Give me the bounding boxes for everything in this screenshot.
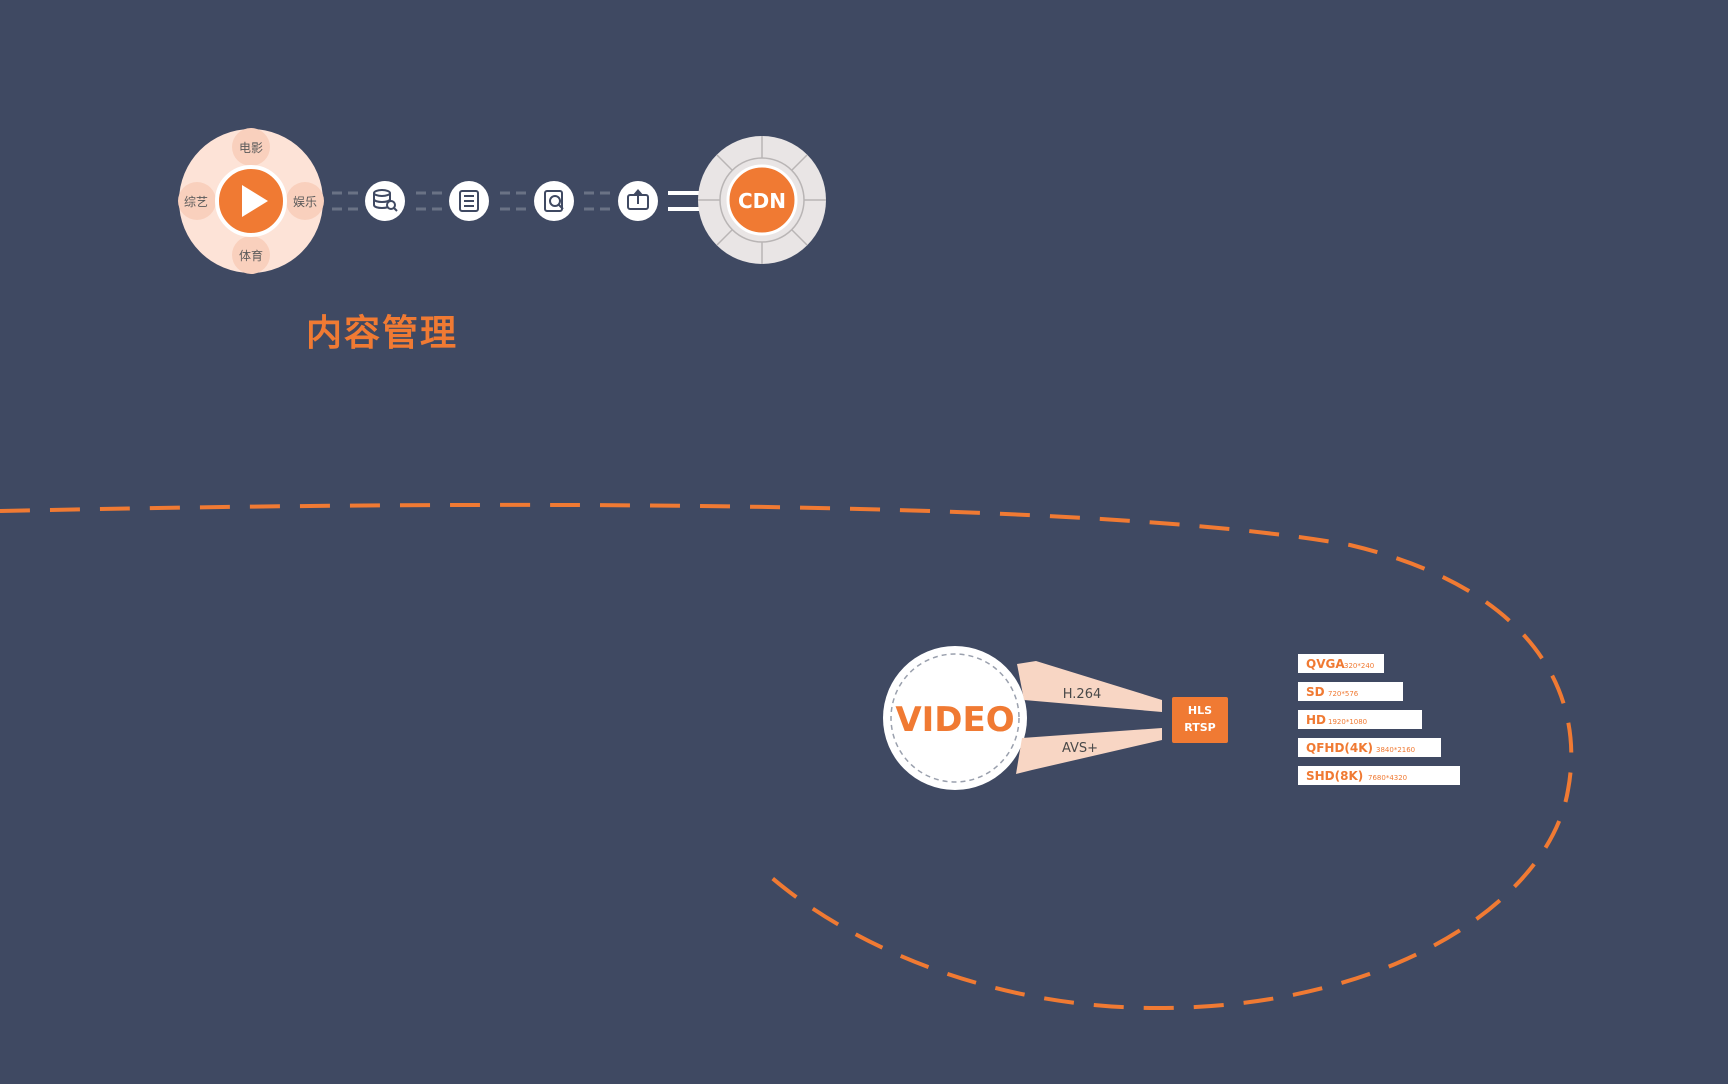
resolution-bar — [1298, 682, 1403, 701]
wheel-label-left: 综艺 — [184, 195, 208, 209]
resolution-detail: 320*240 — [1344, 662, 1374, 670]
resolution-bar — [1298, 738, 1441, 757]
codec-beam-bottom — [1016, 728, 1162, 774]
resolution-detail: 7680*4320 — [1368, 774, 1407, 782]
wheel-label-right: 娱乐 — [293, 195, 317, 209]
codec-beams: H.264 AVS+ — [1016, 661, 1162, 774]
wheel-petal-right — [286, 182, 324, 220]
wheel-petal-top — [232, 128, 270, 166]
resolution-bar — [1298, 654, 1384, 673]
resolution-detail: 3840*2160 — [1376, 746, 1415, 754]
protocol-rtsp: RTSP — [1184, 721, 1215, 734]
play-icon — [242, 185, 268, 217]
resolution-bar — [1298, 766, 1460, 785]
video-label: VIDEO — [895, 700, 1014, 740]
cdn-node: CDN — [698, 136, 826, 264]
resolution-row: SHD(8K) 7680*4320 — [1298, 766, 1460, 785]
resolution-name: HD — [1306, 713, 1326, 727]
resolution-name: QFHD(4K) — [1306, 741, 1373, 755]
cdn-center — [726, 164, 798, 236]
codec-beam-top — [1017, 661, 1162, 712]
search-doc-icon — [534, 181, 574, 221]
resolution-name: SD — [1306, 685, 1325, 699]
video-circle — [883, 646, 1027, 790]
wheel-petal-bottom — [232, 236, 270, 274]
wheel-label-top: 电影 — [239, 141, 263, 155]
codec-label-avs: AVS+ — [1062, 741, 1098, 756]
video-node: VIDEO — [883, 646, 1027, 790]
resolution-name: QVGA — [1306, 657, 1345, 671]
wheel-petal-left — [178, 182, 216, 220]
resolution-bar — [1298, 710, 1422, 729]
resolution-row: QFHD(4K)3840*2160 — [1298, 738, 1441, 757]
protocol-box: HLS RTSP — [1172, 697, 1228, 743]
database-search-icon — [365, 181, 405, 221]
cdn-label: CDN — [738, 189, 786, 213]
section-title: 内容管理 — [306, 313, 459, 354]
resolution-detail: 1920*1080 — [1328, 718, 1367, 726]
pipeline-connectors — [332, 191, 614, 211]
upload-icon — [618, 181, 658, 221]
list-icon — [449, 181, 489, 221]
content-wheel: 电影 娱乐 体育 综艺 — [178, 128, 324, 274]
codec-label-h264: H.264 — [1063, 687, 1102, 702]
resolution-name: SHD(8K) — [1306, 769, 1363, 783]
wheel-label-bottom: 体育 — [239, 248, 263, 263]
resolution-detail: 720*576 — [1328, 690, 1359, 698]
dashed-track — [0, 502, 1574, 1011]
protocol-hls: HLS — [1188, 704, 1212, 717]
